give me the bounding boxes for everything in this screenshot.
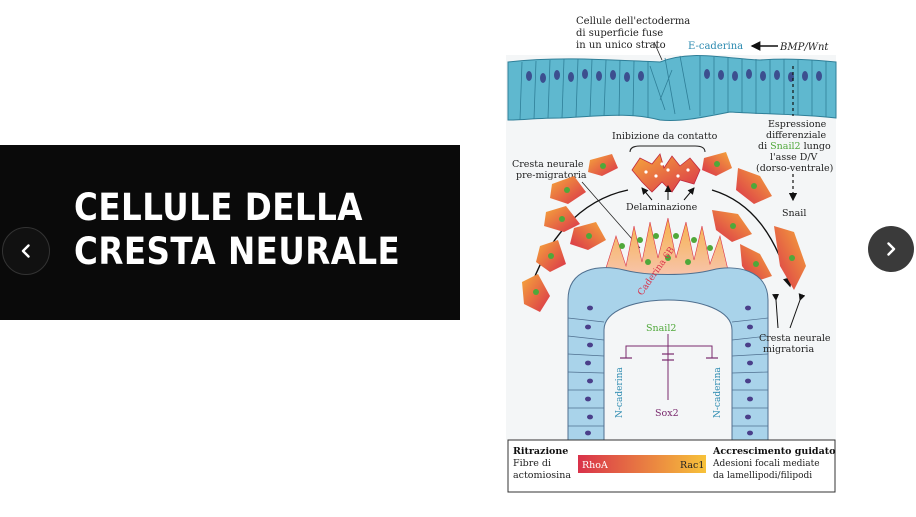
diff-expr-label-4: l'asse D/V	[770, 152, 818, 163]
delam-arrow-1	[641, 187, 653, 201]
diff-lungo: lungo	[804, 141, 831, 152]
snail2-label: Snail2	[646, 323, 676, 334]
premigratory-pointer	[581, 181, 641, 249]
snail-label: Snail	[782, 208, 806, 219]
chevron-left-icon	[21, 244, 30, 258]
sox2-label: Sox2	[655, 408, 679, 419]
previous-slide-button[interactable]	[2, 227, 50, 275]
neural-tube-cell-borders	[567, 317, 769, 427]
contact-inhibition-label: Inibizione da contatto	[612, 131, 718, 142]
neural-crest-diagram: Cellule dell'ectoderma di superficie fus…	[506, 16, 837, 493]
title-line-1: CELLULE DELLA	[74, 186, 363, 229]
next-slide-button[interactable]	[868, 226, 914, 272]
snail2-inhibition-lines	[625, 345, 713, 358]
delam-arrow-3	[683, 187, 695, 201]
fused-cells-label-2: di superficie fuse	[576, 28, 663, 39]
retraction-label: Ritrazione	[513, 446, 568, 457]
diff-snail2: Snail2	[770, 141, 800, 152]
fused-cells-label-1: Cellule dell'ectoderma	[576, 16, 690, 27]
diff-expr-label-1: Espressione	[768, 119, 827, 130]
rhoa-label: RhoA	[582, 460, 608, 471]
diff-expr-label-5: (dorso-ventrale)	[756, 163, 833, 174]
n-cadherin-right: N-caderina	[713, 367, 723, 418]
crest-cells-left	[522, 154, 618, 312]
crest-cells-right	[702, 152, 806, 290]
actomyosin-label-2: actomiosina	[513, 470, 571, 481]
title-panel	[0, 145, 460, 320]
premigratory-label-1: Cresta neurale	[512, 159, 584, 170]
fused-cells-label-3: in un unico strato	[576, 40, 666, 51]
premigratory-label-2: pre-migratoria	[516, 170, 587, 181]
ectoderm-layer	[507, 55, 837, 121]
migratory-label-1: Cresta neurale	[759, 333, 831, 344]
migratory-pointer-2	[789, 293, 806, 329]
fused-cells-pointer	[653, 41, 663, 61]
contact-bracket	[629, 145, 706, 153]
chevron-right-icon	[887, 242, 896, 256]
diff-expr-label-3: di Snail2 lungo	[758, 141, 831, 152]
legend-box	[507, 439, 836, 493]
fused-cells-borders	[649, 55, 691, 115]
migratory-pointer-1	[772, 293, 780, 329]
ectoderm-nuclei	[526, 69, 822, 83]
rac1-label: Rac1	[680, 460, 704, 471]
diff-di: di	[758, 141, 767, 152]
neural-crest-figure: Cellule dell'ectoderma di superficie fus…	[466, 8, 846, 503]
migratory-label-2: migratoria	[763, 344, 814, 355]
neural-tube-nuclei	[585, 305, 753, 436]
ectoderm-cell-borders	[519, 56, 827, 121]
actomyosin-label-1: Fibre di	[513, 458, 551, 469]
diff-expr-label-2: differenziale	[766, 130, 827, 141]
title-line-2: CRESTA NEURALE	[74, 230, 401, 273]
adhesions-label-2: da lamellipodi/filipodi	[713, 471, 812, 481]
adhesions-label-1: Adesioni focali mediate	[712, 459, 820, 469]
bmp-wnt-label: BMP/Wnt	[779, 42, 829, 53]
n-cadherin-left: N-caderina	[615, 367, 625, 418]
guided-growth-label: Accrescimento guidato	[712, 446, 835, 457]
e-cadherin-label: E-caderina	[688, 41, 743, 52]
contact-cell-dots	[644, 162, 690, 178]
contact-cells	[631, 153, 701, 193]
neural-tube	[567, 267, 769, 441]
delamination-label: Delaminazione	[626, 202, 698, 213]
rhoa-rac1-gradient	[578, 455, 706, 473]
